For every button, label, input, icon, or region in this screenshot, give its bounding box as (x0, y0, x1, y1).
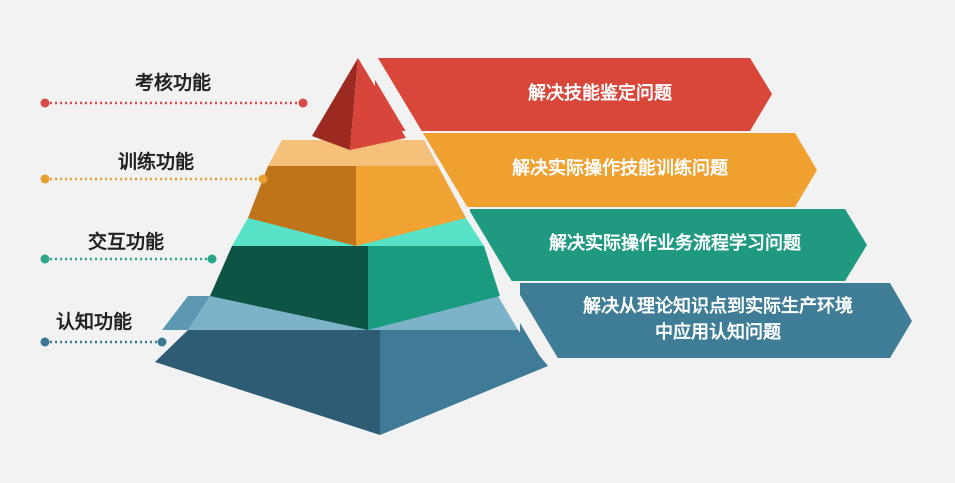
pyr-3-right (368, 246, 500, 330)
leader-dot-1-start (40, 98, 50, 108)
leader-dot-1-end (298, 98, 308, 108)
band-text-4: 解决从理论知识点到实际生产环境 中应用认知问题 (548, 294, 888, 346)
level-label-1: 考核功能 (135, 72, 212, 94)
pyr-4-right (380, 330, 548, 435)
band-arrow-1 (375, 58, 772, 131)
pyr-1-right (350, 58, 406, 150)
pyr-2-top (268, 140, 438, 166)
band-arrow-2 (418, 133, 817, 207)
band-text-3-line-1: 解决实际操作业务流程学习问题 (549, 233, 801, 254)
leader-dot-2-start (40, 174, 50, 184)
pyr-2-left (248, 166, 356, 246)
pyr-3-left (210, 246, 368, 330)
leader-dot-2-end (258, 174, 268, 184)
leader-dot-4-end (157, 337, 167, 347)
band-arrow-4 (520, 283, 912, 358)
level-label-3: 交互功能 (88, 231, 165, 253)
pyr-4-left (155, 330, 380, 435)
band-text-2-line-1: 解决实际操作技能训练问题 (512, 158, 728, 179)
band-text-1-line-1: 解决技能鉴定问题 (528, 83, 672, 104)
band-arrow-3 (470, 209, 867, 281)
band-text-3: 解决实际操作业务流程学习问题 (510, 231, 840, 257)
band-text-1: 解决技能鉴定问题 (470, 81, 730, 107)
band-text-4-line-1: 解决从理论知识点到实际生产环境 (583, 296, 853, 317)
leader-dot-3-start (40, 254, 50, 264)
band-text-4-line-2: 中应用认知问题 (655, 322, 781, 343)
leader-dot-3-end (207, 254, 217, 264)
pyr-1-left (312, 58, 358, 150)
band-text-2: 解决实际操作技能训练问题 (470, 156, 770, 182)
pyr-2-right (356, 166, 466, 246)
level-label-4: 认知功能 (56, 311, 133, 333)
leader-dot-4-start (40, 337, 50, 347)
pyr-4-topband (162, 296, 210, 330)
level-label-2: 训练功能 (118, 151, 195, 173)
